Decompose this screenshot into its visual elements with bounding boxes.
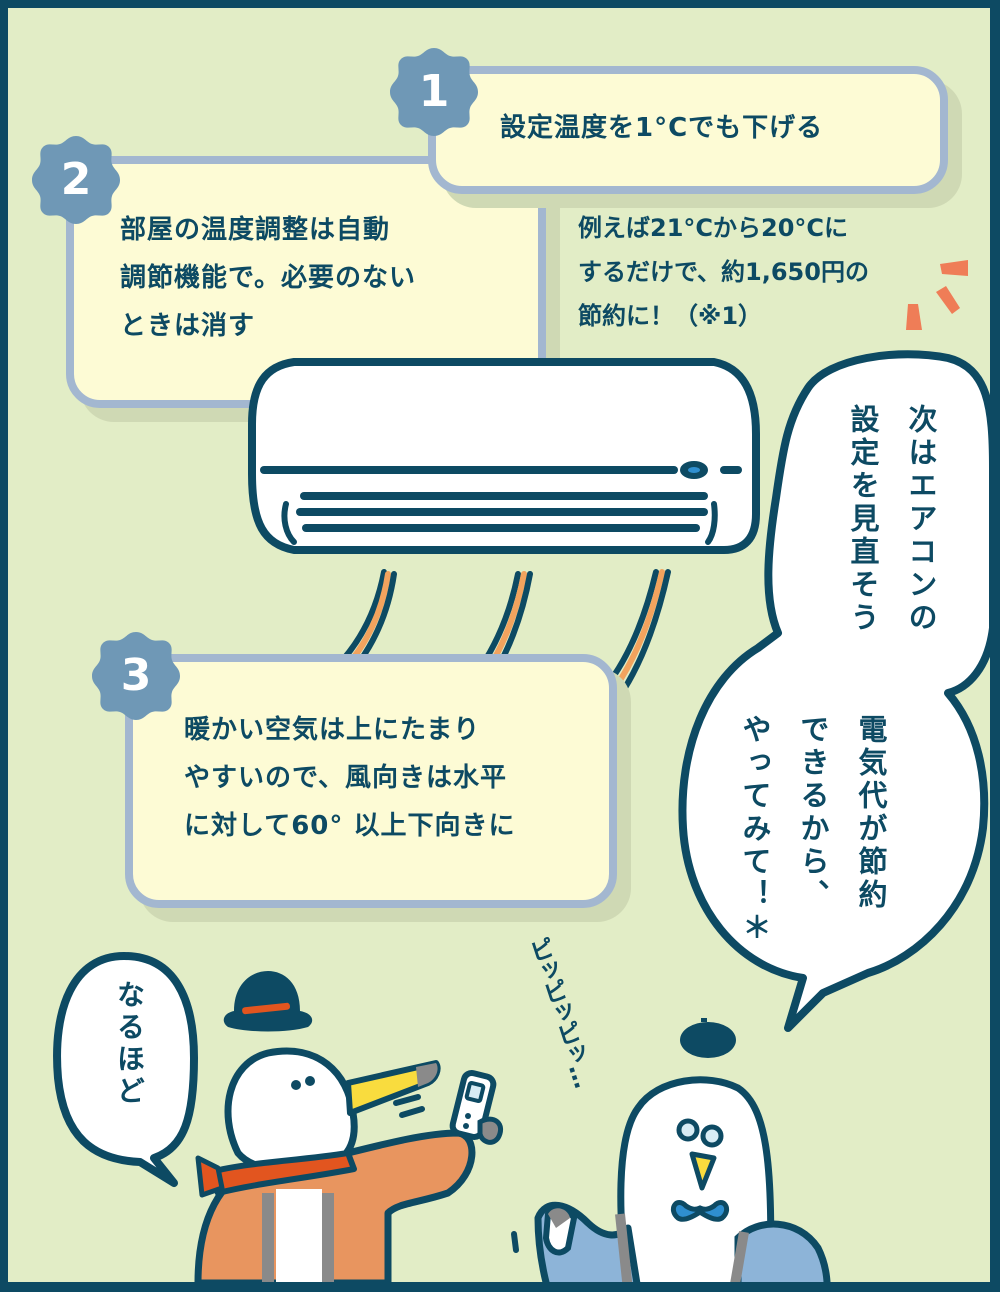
- tip-3-line-3: に対して60° 以上下向きに: [184, 811, 516, 841]
- note-line-2: するだけで、約1,650円の: [578, 258, 869, 286]
- speech-line-5: やってみて！＊: [738, 714, 772, 945]
- tip-1-badge: 1: [386, 44, 482, 140]
- tip-2-line-2: 調節機能で。必要のない: [120, 263, 416, 293]
- tip-2-badge: 2: [28, 132, 124, 228]
- tip-3-card: [125, 654, 617, 908]
- tip-3-text: 暖かい空気は上にたまり やすいので、風向きは水平 に対して60° 以上下向きに: [184, 706, 515, 850]
- speech-line-1: 次はエアコンの: [904, 404, 938, 635]
- tip-3-number: 3: [120, 650, 152, 701]
- note-line-3: 節約に！（※1）: [578, 302, 763, 330]
- tip-2-text: 部屋の温度調整は自動 調節機能で。必要のない ときは消す: [120, 206, 416, 350]
- air-conditioner-icon: [248, 358, 760, 554]
- remote-control-icon[interactable]: [444, 1068, 514, 1158]
- tip-2-number: 2: [60, 154, 92, 205]
- bird-character-left: [194, 971, 476, 1282]
- speech-line-3: 電気代が節約: [854, 714, 888, 912]
- comic-panel: 部屋の温度調整は自動 調節機能で。必要のない ときは消す 2 設定温度を1°Cで…: [8, 8, 990, 1282]
- speech-bubble-left: [53, 952, 198, 1187]
- tip-1-note: 例えば21°Cから20°Cに するだけで、約1,650円の 節約に！（※1）: [578, 206, 869, 338]
- scalloped-badge-icon: [390, 48, 478, 136]
- speech-text-left: なるほど: [113, 980, 146, 1108]
- scalloped-badge-icon: [32, 136, 120, 224]
- bird-character-right: [511, 1018, 831, 1282]
- tip-2-line-3: ときは消す: [120, 311, 256, 341]
- speech-bubble-right: [678, 350, 990, 1032]
- tip-1-number: 1: [418, 66, 450, 117]
- speech-line-2: 設定を見直そう: [846, 404, 880, 635]
- tip-3-line-1: 暖かい空気は上にたまり: [184, 715, 481, 745]
- emphasis-burst-icon: [906, 260, 968, 330]
- note-line-1: 例えば21°Cから20°Cに: [578, 214, 849, 242]
- speech-line-4: できるから、: [796, 714, 830, 912]
- tip-2-line-1: 部屋の温度調整は自動: [120, 215, 391, 245]
- speech-text-right-top: 次はエアコンの 設定を見直そう: [834, 404, 950, 684]
- scalloped-badge-icon: [92, 632, 180, 720]
- tip-3-line-2: やすいので、風向きは水平: [184, 763, 507, 793]
- tip-1-text: 設定温度を1°Cでも下げる: [500, 113, 824, 143]
- tip-3-badge: 3: [88, 628, 184, 724]
- speech-text-right-bottom: 電気代が節約 できるから、 やってみて！＊: [726, 714, 900, 974]
